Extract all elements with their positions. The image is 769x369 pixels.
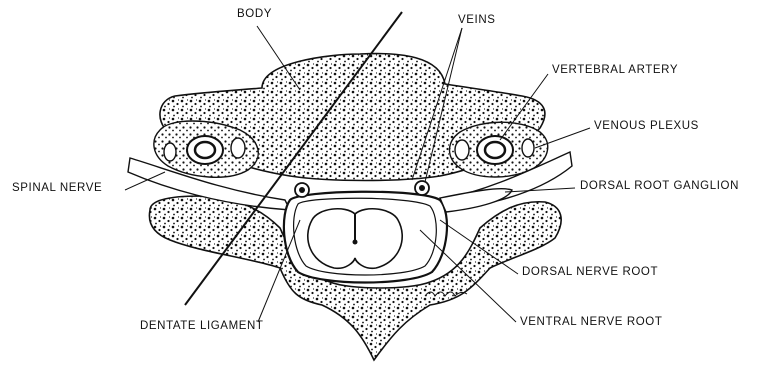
- label-ventral-nerve-root: VENTRAL NERVE ROOT: [520, 316, 662, 328]
- label-vertebral-artery: VERTEBRAL ARTERY: [552, 64, 678, 76]
- left-vertebral-artery: [195, 142, 215, 158]
- label-venous-plexus: VENOUS PLEXUS: [594, 120, 699, 132]
- label-dorsal-root-ganglion: DORSAL ROOT GANGLION: [580, 180, 739, 192]
- label-dentate-ligament: DENTATE LIGAMENT: [140, 320, 264, 332]
- label-body: BODY: [237, 8, 272, 20]
- label-veins: VEINS: [458, 14, 496, 26]
- label-spinal-nerve: SPINAL NERVE: [12, 182, 102, 194]
- label-dorsal-nerve-root: DORSAL NERVE ROOT: [522, 266, 658, 278]
- right-vertebral-artery: [485, 142, 505, 158]
